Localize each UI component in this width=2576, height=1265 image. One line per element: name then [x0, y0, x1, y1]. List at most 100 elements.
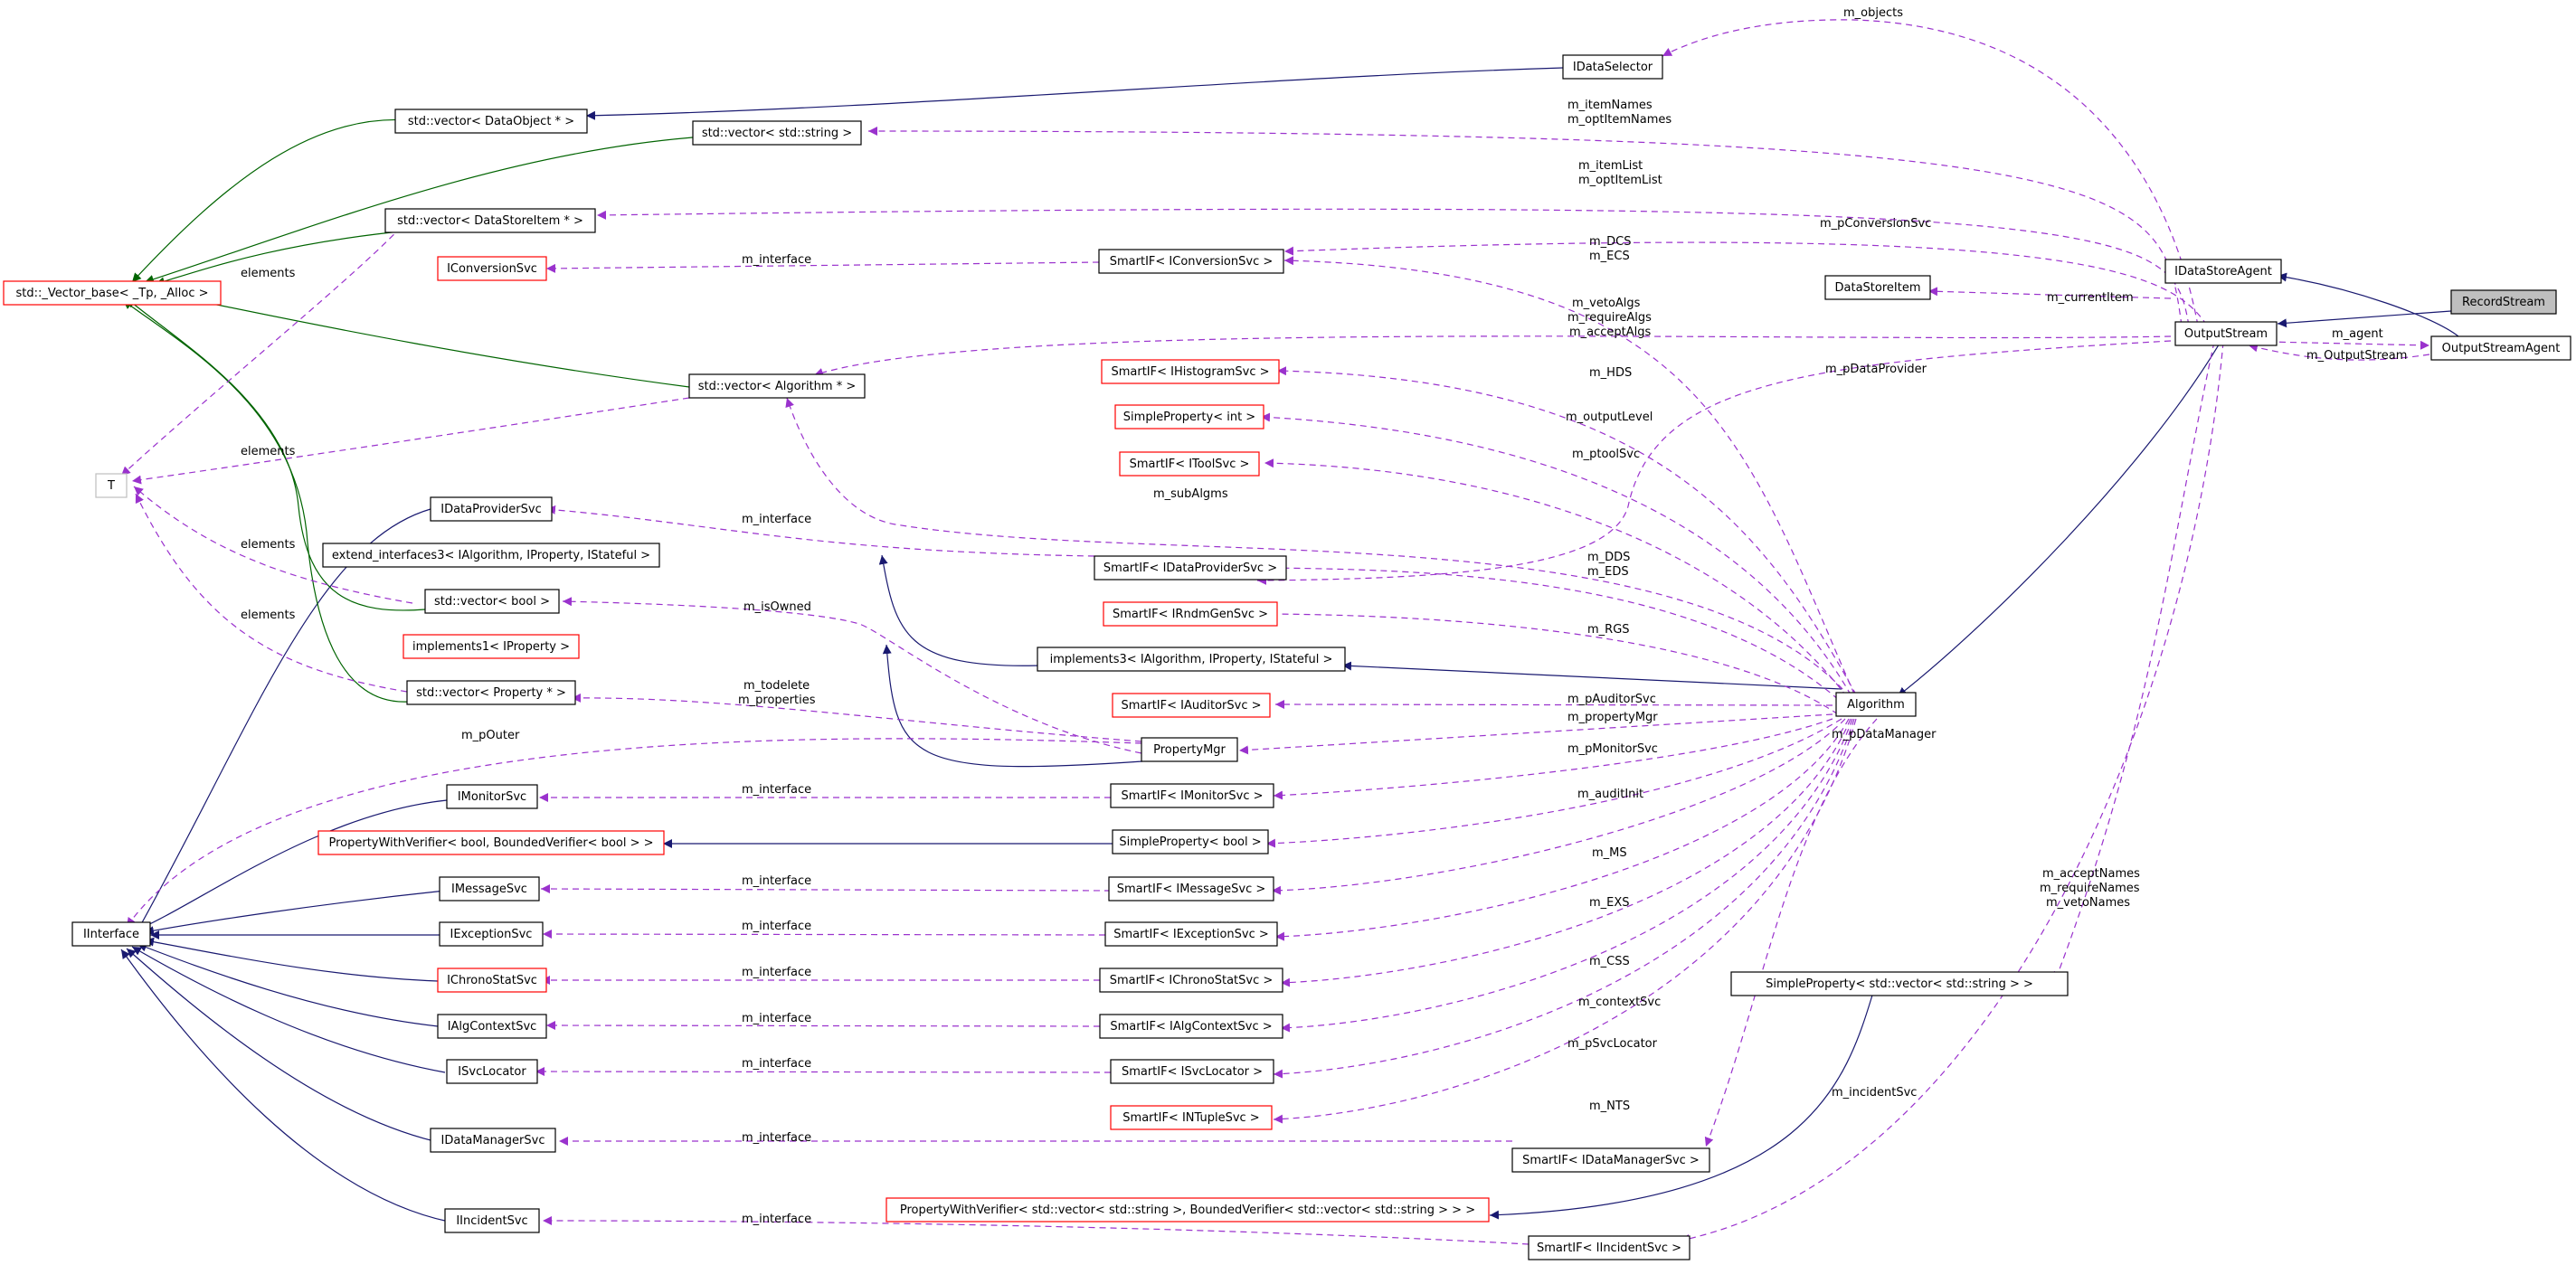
node-extend-interfaces3[interactable]: extend_interfaces3< IAlgorithm, IPropert… [322, 543, 660, 568]
label-m-interface-algcontext: m_interface [742, 1012, 811, 1025]
node-smartif-message[interactable]: SmartIF< IMessageSvc > [1108, 876, 1274, 902]
node-iconversionsvc[interactable]: IConversionSvc [437, 256, 547, 281]
node-ichronostatsvc[interactable]: IChronoStatSvc [437, 968, 547, 993]
svg-text:PropertyWithVerifier< bool, Bo: PropertyWithVerifier< bool, BoundedVerif… [328, 836, 653, 850]
node-smartif-conversion[interactable]: SmartIF< IConversionSvc > [1098, 249, 1284, 274]
svg-text:IDataStoreAgent: IDataStoreAgent [2174, 265, 2272, 278]
node-simpleproperty-bool[interactable]: SimpleProperty< bool > [1112, 829, 1269, 854]
node-imonitorsvc[interactable]: IMonitorSvc [446, 784, 538, 809]
node-vector-datastoreitem[interactable]: std::vector< DataStoreItem * > [384, 208, 596, 233]
node-smartif-incident[interactable]: SmartIF< IIncidentSvc > [1528, 1235, 1690, 1260]
node-idatastoreagent[interactable]: IDataStoreAgent [2164, 259, 2282, 284]
svg-text:PropertyMgr: PropertyMgr [1153, 743, 1226, 757]
label-m-DCS: m_DCS [1589, 235, 1632, 249]
usage-edges [120, 19, 2430, 1245]
label-m-agent: m_agent [2332, 327, 2383, 341]
node-iincidentsvc[interactable]: IIncidentSvc [444, 1208, 540, 1233]
node-smartif-chrono[interactable]: SmartIF< IChronoStatSvc > [1099, 968, 1283, 993]
label-m-CSS: m_CSS [1589, 955, 1630, 968]
node-smartif-histogram[interactable]: SmartIF< IHistogramSvc > [1101, 359, 1280, 384]
label-m-propertyMgr: m_propertyMgr [1567, 711, 1658, 724]
label-m-NTS: m_NTS [1589, 1100, 1630, 1113]
svg-text:SmartIF< IAlgContextSvc >: SmartIF< IAlgContextSvc > [1110, 1020, 1272, 1034]
label-m-interface-message: m_interface [742, 874, 811, 888]
label-m-EDS: m_EDS [1587, 565, 1629, 579]
node-vector-algorithm[interactable]: std::vector< Algorithm * > [688, 373, 866, 399]
svg-text:IIncidentSvc: IIncidentSvc [456, 1214, 527, 1228]
label-m-itemNames: m_itemNames [1567, 99, 1653, 112]
label-m-pDataManager: m_pDataManager [1832, 728, 1937, 741]
svg-text:ISvcLocator: ISvcLocator [458, 1065, 526, 1079]
node-idataprovidersvc[interactable]: IDataProviderSvc [430, 496, 553, 522]
node-smartif-dataprovider[interactable]: SmartIF< IDataProviderSvc > [1094, 555, 1287, 581]
svg-text:RecordStream: RecordStream [2462, 296, 2545, 309]
svg-text:SmartIF< IRndmGenSvc >: SmartIF< IRndmGenSvc > [1113, 608, 1268, 621]
svg-text:SmartIF< ISvcLocator >: SmartIF< ISvcLocator > [1122, 1065, 1263, 1079]
label-elements-3: elements [241, 538, 296, 552]
label-m-requireNames: m_requireNames [2040, 882, 2140, 895]
node-propertywithverifier-vec[interactable]: PropertyWithVerifier< std::vector< std::… [886, 1197, 1490, 1223]
label-m-itemList: m_itemList [1578, 159, 1643, 173]
node-vector-string[interactable]: std::vector< std::string > [692, 120, 862, 146]
node-vector-property[interactable]: std::vector< Property * > [406, 680, 576, 705]
node-imessagesvc[interactable]: IMessageSvc [439, 876, 540, 902]
template-edges [122, 118, 694, 703]
node-simpleproperty-int[interactable]: SimpleProperty< int > [1114, 404, 1264, 430]
node-smartif-svclocator[interactable]: SmartIF< ISvcLocator > [1110, 1059, 1274, 1084]
label-m-interface-datamanager: m_interface [742, 1131, 811, 1145]
svg-text:std::vector< std::string >: std::vector< std::string > [702, 127, 852, 140]
svg-text:IMonitorSvc: IMonitorSvc [458, 790, 526, 804]
svg-text:SimpleProperty< std::vector< s: SimpleProperty< std::vector< std::string… [1766, 977, 2033, 991]
node-algorithm[interactable]: Algorithm [1835, 692, 1917, 717]
node-idataselector[interactable]: IDataSelector [1562, 54, 1663, 80]
node-smartif-toolsvc[interactable]: SmartIF< IToolSvc > [1119, 451, 1260, 477]
label-m-pMonitorSvc: m_pMonitorSvc [1567, 742, 1658, 756]
node-ialgcontextsvc[interactable]: IAlgContextSvc [437, 1014, 547, 1039]
svg-text:SmartIF< IAuditorSvc >: SmartIF< IAuditorSvc > [1121, 699, 1261, 713]
label-m-acceptNames: m_acceptNames [2042, 867, 2140, 881]
node-vector-base[interactable]: std::_Vector_base< _Tp, _Alloc > [3, 280, 222, 306]
node-vector-dataobject[interactable]: std::vector< DataObject * > [394, 109, 588, 134]
label-m-requireAlgs: m_requireAlgs [1567, 311, 1652, 325]
node-iexceptionsvc[interactable]: IExceptionSvc [439, 921, 544, 947]
node-implements1[interactable]: implements1< IProperty > [402, 634, 580, 659]
node-implements3[interactable]: implements3< IAlgorithm, IProperty, ISta… [1037, 647, 1346, 672]
node-outputstreamagent[interactable]: OutputStreamAgent [2430, 335, 2571, 361]
svg-text:implements3< IAlgorithm, IProp: implements3< IAlgorithm, IProperty, ISta… [1050, 653, 1333, 666]
node-smartif-auditor[interactable]: SmartIF< IAuditorSvc > [1112, 693, 1271, 718]
svg-text:std::vector< DataObject * >: std::vector< DataObject * > [408, 115, 574, 128]
svg-text:std::vector< bool >: std::vector< bool > [434, 595, 550, 609]
node-smartif-algcontext[interactable]: SmartIF< IAlgContextSvc > [1099, 1014, 1283, 1039]
label-m-interface-exception: m_interface [742, 920, 811, 933]
node-propertymgr[interactable]: PropertyMgr [1141, 737, 1238, 762]
label-m-isOwned: m_isOwned [743, 600, 811, 614]
label-m-interface-incident: m_interface [742, 1213, 811, 1226]
label-elements-1: elements [241, 267, 296, 280]
node-simpleproperty-vecstring[interactable]: SimpleProperty< std::vector< std::string… [1730, 971, 2069, 996]
label-m-properties: m_properties [738, 694, 816, 707]
label-m-ECS: m_ECS [1589, 250, 1630, 263]
label-m-auditInit: m_auditInit [1577, 788, 1643, 801]
node-t[interactable]: T [95, 473, 128, 498]
node-datastoreitem[interactable]: DataStoreItem [1824, 275, 1931, 300]
node-vector-bool[interactable]: std::vector< bool > [424, 589, 560, 614]
node-smartif-ntuple[interactable]: SmartIF< INTupleSvc > [1110, 1105, 1273, 1130]
node-smartif-datamanager[interactable]: SmartIF< IDataManagerSvc > [1511, 1147, 1710, 1173]
nodes: RecordStream OutputStreamAgent IDataStor… [3, 54, 2571, 1260]
svg-text:extend_interfaces3< IAlgorithm: extend_interfaces3< IAlgorithm, IPropert… [332, 549, 650, 562]
svg-text:implements1< IProperty >: implements1< IProperty > [412, 640, 570, 654]
node-outputstream[interactable]: OutputStream [2174, 321, 2278, 346]
label-m-outputLevel: m_outputLevel [1566, 411, 1653, 424]
svg-text:IDataManagerSvc: IDataManagerSvc [441, 1134, 545, 1147]
svg-text:SmartIF< IConversionSvc >: SmartIF< IConversionSvc > [1110, 255, 1274, 269]
node-idatamanagersvc[interactable]: IDataManagerSvc [430, 1128, 556, 1153]
node-isvclocator[interactable]: ISvcLocator [446, 1059, 538, 1084]
label-elements-4: elements [241, 609, 296, 622]
node-smartif-rndmgen[interactable]: SmartIF< IRndmGenSvc > [1103, 601, 1278, 627]
svg-text:SmartIF< IMessageSvc >: SmartIF< IMessageSvc > [1117, 883, 1266, 896]
node-smartif-exception[interactable]: SmartIF< IExceptionSvc > [1104, 921, 1278, 947]
node-propertywithverifier-bool[interactable]: PropertyWithVerifier< bool, BoundedVerif… [317, 830, 665, 855]
node-iinterface[interactable]: IInterface [71, 921, 151, 947]
node-recordstream[interactable]: RecordStream [2450, 289, 2557, 315]
node-smartif-monitor[interactable]: SmartIF< IMonitorSvc > [1110, 783, 1274, 808]
